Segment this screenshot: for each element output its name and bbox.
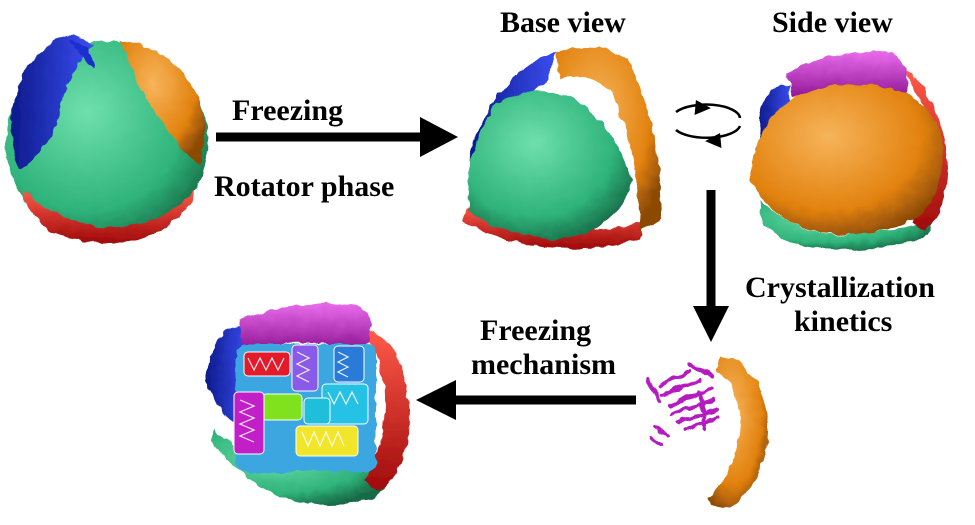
partial-crystal-structure bbox=[646, 356, 769, 509]
arrow-freezing bbox=[216, 117, 458, 157]
label-base-view: Base view bbox=[500, 6, 626, 39]
label-rotator-phase: Rotator phase bbox=[214, 170, 395, 203]
label-freezing: Freezing bbox=[232, 94, 344, 127]
base-view-structure bbox=[462, 47, 662, 248]
arrow-crystallization bbox=[693, 190, 729, 342]
label-side-view: Side view bbox=[772, 6, 893, 39]
arrow-freezing-mechanism bbox=[416, 380, 636, 420]
label-freezing-mechanism-line2: mechanism bbox=[471, 348, 616, 381]
label-freezing-mechanism-line1: Freezing bbox=[480, 314, 592, 347]
label-crystallization: Crystallization bbox=[745, 271, 935, 304]
rotate-icon bbox=[675, 99, 742, 148]
frozen-crystal-structure bbox=[206, 303, 410, 505]
nanodroplet-sphere bbox=[6, 35, 208, 243]
label-kinetics: kinetics bbox=[794, 305, 893, 338]
side-view-structure bbox=[751, 51, 948, 251]
